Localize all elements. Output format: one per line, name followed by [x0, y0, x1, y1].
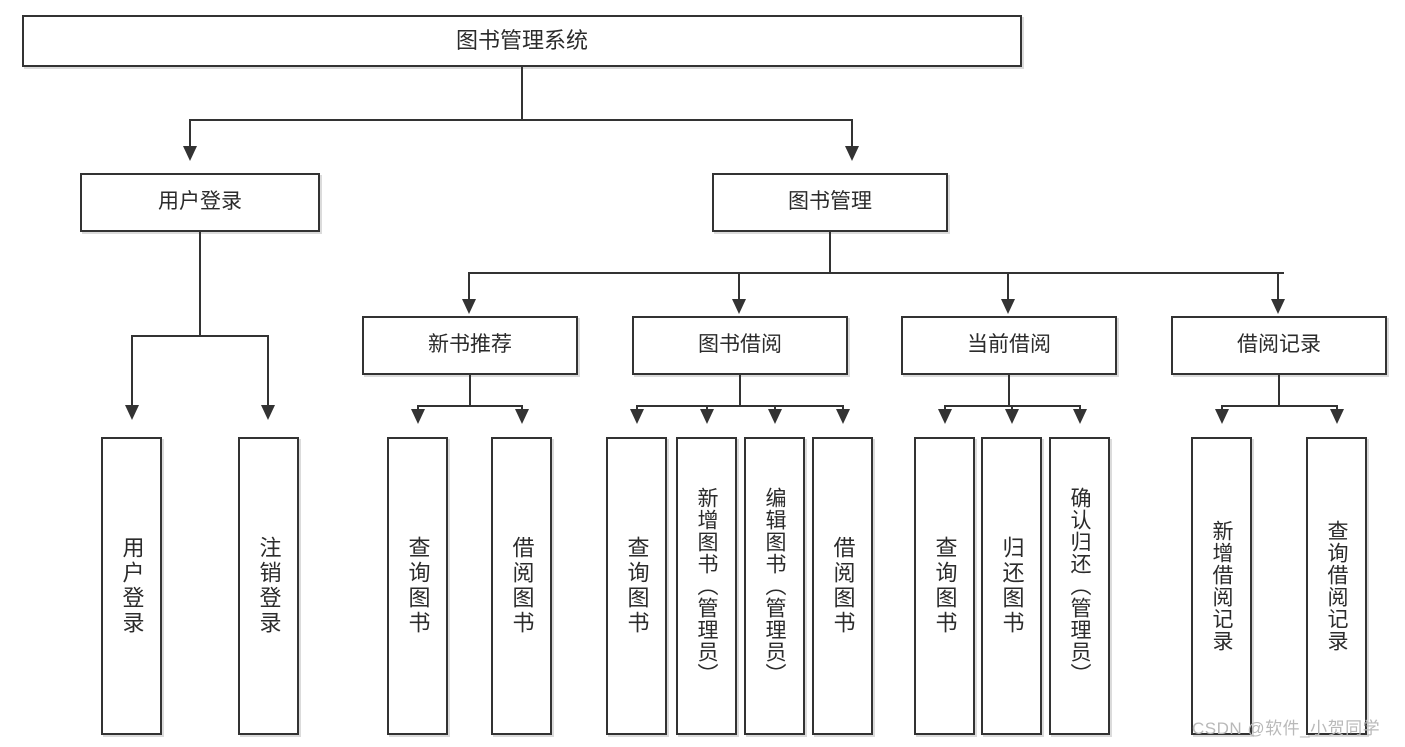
arrow-current-borrow-leaf-1	[938, 409, 952, 424]
node-book-borrow[interactable]: 图书借阅	[632, 316, 848, 375]
connector-new-book-bar	[417, 405, 523, 407]
connector-new-book-leaf-1	[417, 405, 419, 411]
node-label: 借阅记录	[1237, 333, 1321, 357]
node-label: 当前借阅	[967, 333, 1051, 357]
connector-root-to-book-management	[851, 119, 853, 149]
node-label: 图书借阅	[698, 333, 782, 357]
node-new-book-recommend[interactable]: 新书推荐	[362, 316, 578, 375]
node-label: 查询图书	[624, 536, 650, 636]
arrow-borrow-record-leaf-1	[1215, 409, 1229, 424]
connector-book-management-trunk	[829, 232, 831, 274]
arrow-user-login-leaf-2	[261, 405, 275, 420]
arrow-book-borrow-leaf-1	[630, 409, 644, 424]
node-label: 图书管理	[788, 190, 872, 214]
arrow-to-book-borrow	[732, 299, 746, 314]
leaf-current-borrow-confirm-return-admin[interactable]: 确认归还（管理员）	[1049, 437, 1110, 735]
node-user-login[interactable]: 用户登录	[80, 173, 320, 232]
leaf-book-borrow-add-book-admin[interactable]: 新增图书（管理员）	[676, 437, 737, 735]
node-label: 用户登录	[158, 190, 242, 214]
connector-to-new-book	[468, 272, 470, 302]
connector-book-borrow-leaf-3	[774, 405, 776, 411]
leaf-user-login-login[interactable]: 用户登录	[101, 437, 162, 735]
arrow-current-borrow-leaf-3	[1073, 409, 1087, 424]
arrow-to-borrow-record	[1271, 299, 1285, 314]
leaf-current-borrow-return-book[interactable]: 归还图书	[981, 437, 1042, 735]
connector-current-borrow-leaf-2	[1011, 405, 1013, 411]
arrow-book-borrow-leaf-3	[768, 409, 782, 424]
connector-to-borrow-record	[1277, 272, 1279, 302]
node-label: 确认归还（管理员）	[1068, 487, 1091, 685]
node-current-borrow[interactable]: 当前借阅	[901, 316, 1117, 375]
arrow-book-borrow-leaf-4	[836, 409, 850, 424]
node-label: 新增借阅记录	[1210, 520, 1233, 652]
node-label: 归还图书	[999, 536, 1025, 636]
connector-borrow-record-bar	[1221, 405, 1338, 407]
node-label: 查询图书	[405, 536, 431, 636]
connector-root-bar	[189, 119, 853, 121]
node-label: 图书管理系统	[455, 28, 588, 54]
arrow-to-user-login	[183, 146, 197, 161]
connector-borrow-record-leaf-1	[1221, 405, 1223, 411]
connector-root-to-user-login	[189, 119, 191, 149]
leaf-user-login-logout[interactable]: 注销登录	[238, 437, 299, 735]
arrow-user-login-leaf-1	[125, 405, 139, 420]
arrow-to-book-management	[845, 146, 859, 161]
node-label: 新增图书（管理员）	[695, 487, 718, 685]
leaf-book-borrow-search-book[interactable]: 查询图书	[606, 437, 667, 735]
connector-to-book-borrow	[738, 272, 740, 302]
leaf-book-borrow-borrow-book[interactable]: 借阅图书	[812, 437, 873, 735]
connector-borrow-record-trunk	[1278, 375, 1280, 407]
node-label: 查询图书	[932, 536, 958, 636]
connector-user-login-leaf-2	[267, 335, 269, 408]
node-borrow-record[interactable]: 借阅记录	[1171, 316, 1387, 375]
leaf-borrow-record-search-record[interactable]: 查询借阅记录	[1306, 437, 1367, 735]
leaf-book-borrow-edit-book-admin[interactable]: 编辑图书（管理员）	[744, 437, 805, 735]
node-label: 查询借阅记录	[1325, 520, 1348, 652]
connector-new-book-trunk	[469, 375, 471, 407]
connector-user-login-bar	[131, 335, 269, 337]
connector-book-management-bar	[468, 272, 1284, 274]
connector-current-borrow-leaf-3	[1079, 405, 1081, 411]
connector-root-trunk	[521, 67, 523, 120]
leaf-new-book-borrow-book[interactable]: 借阅图书	[491, 437, 552, 735]
leaf-current-borrow-search-book[interactable]: 查询图书	[914, 437, 975, 735]
arrow-new-book-leaf-1	[411, 409, 425, 424]
arrow-book-borrow-leaf-2	[700, 409, 714, 424]
arrow-to-current-borrow	[1001, 299, 1015, 314]
node-root-book-management-system[interactable]: 图书管理系统	[22, 15, 1022, 67]
leaf-new-book-search-book[interactable]: 查询图书	[387, 437, 448, 735]
arrow-current-borrow-leaf-2	[1005, 409, 1019, 424]
connector-user-login-trunk	[199, 232, 201, 336]
connector-book-borrow-leaf-4	[842, 405, 844, 411]
connector-book-borrow-leaf-1	[636, 405, 638, 411]
node-label: 用户登录	[119, 536, 145, 636]
connector-current-borrow-trunk	[1008, 375, 1010, 407]
connector-to-current-borrow	[1007, 272, 1009, 302]
connector-book-borrow-leaf-2	[706, 405, 708, 411]
connector-book-borrow-bar	[636, 405, 844, 407]
connector-new-book-leaf-2	[521, 405, 523, 411]
arrow-borrow-record-leaf-2	[1330, 409, 1344, 424]
connector-book-borrow-trunk	[739, 375, 741, 407]
node-label: 编辑图书（管理员）	[763, 487, 786, 685]
node-label: 借阅图书	[509, 536, 535, 636]
node-label: 借阅图书	[830, 536, 856, 636]
connector-current-borrow-leaf-1	[944, 405, 946, 411]
node-book-management[interactable]: 图书管理	[712, 173, 948, 232]
arrow-to-new-book	[462, 299, 476, 314]
arrow-new-book-leaf-2	[515, 409, 529, 424]
connector-borrow-record-leaf-2	[1336, 405, 1338, 411]
connector-user-login-leaf-1	[131, 335, 133, 408]
leaf-borrow-record-add-record[interactable]: 新增借阅记录	[1191, 437, 1252, 735]
node-label: 新书推荐	[428, 333, 512, 357]
node-label: 注销登录	[256, 536, 282, 636]
